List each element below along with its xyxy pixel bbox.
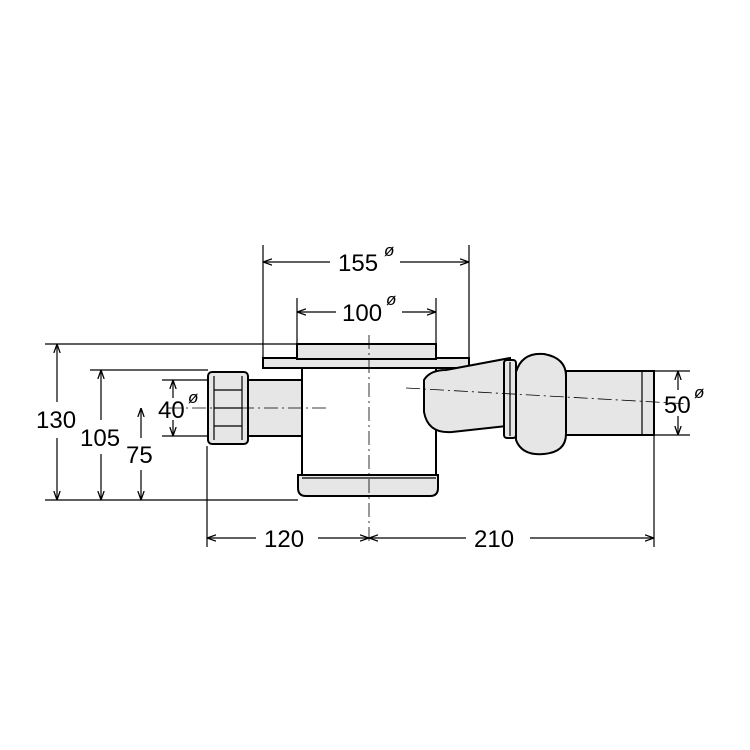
diameter-symbol: ø (386, 290, 396, 309)
dimension-grate-diameter: 100 ø (297, 290, 436, 327)
dimension-label-75: 75 (126, 442, 153, 469)
dimension-left-length: 120 (207, 526, 369, 553)
outlet-elbow (515, 352, 567, 456)
dimension-outlet-height: 105 (80, 370, 120, 500)
dimension-label-40: 40 (158, 397, 185, 424)
dimension-total-height: 130 (36, 344, 76, 500)
dimension-inlet-height: 75 (126, 408, 153, 500)
drain-trap-body (207, 343, 655, 497)
dimension-label-120: 120 (264, 526, 304, 553)
dimension-label-210: 210 (474, 526, 514, 553)
angled-outlet-pipe (423, 356, 518, 434)
dimension-label-50: 50 (664, 392, 691, 419)
dimension-label-155: 155 (338, 250, 378, 277)
trap-bottom-cup (297, 474, 439, 497)
outlet-coupling-rings (503, 359, 517, 439)
diameter-symbol: ø (694, 383, 704, 402)
dimension-right-length: 210 (369, 526, 654, 553)
dimension-label-130: 130 (36, 407, 76, 434)
dimension-label-105: 105 (80, 425, 120, 452)
grate (296, 343, 437, 360)
extension-lines (45, 245, 690, 547)
dimension-label-100: 100 (342, 300, 382, 327)
right-pipe (565, 370, 655, 436)
dimension-top-diameter: 155 ø (263, 241, 469, 277)
dimension-right-pipe-diameter: 50 ø (664, 371, 704, 435)
dimension-left-pipe-diameter: 40 ø (158, 380, 198, 436)
diameter-symbol: ø (188, 388, 198, 407)
center-lines (168, 335, 691, 545)
diameter-symbol: ø (384, 241, 394, 260)
